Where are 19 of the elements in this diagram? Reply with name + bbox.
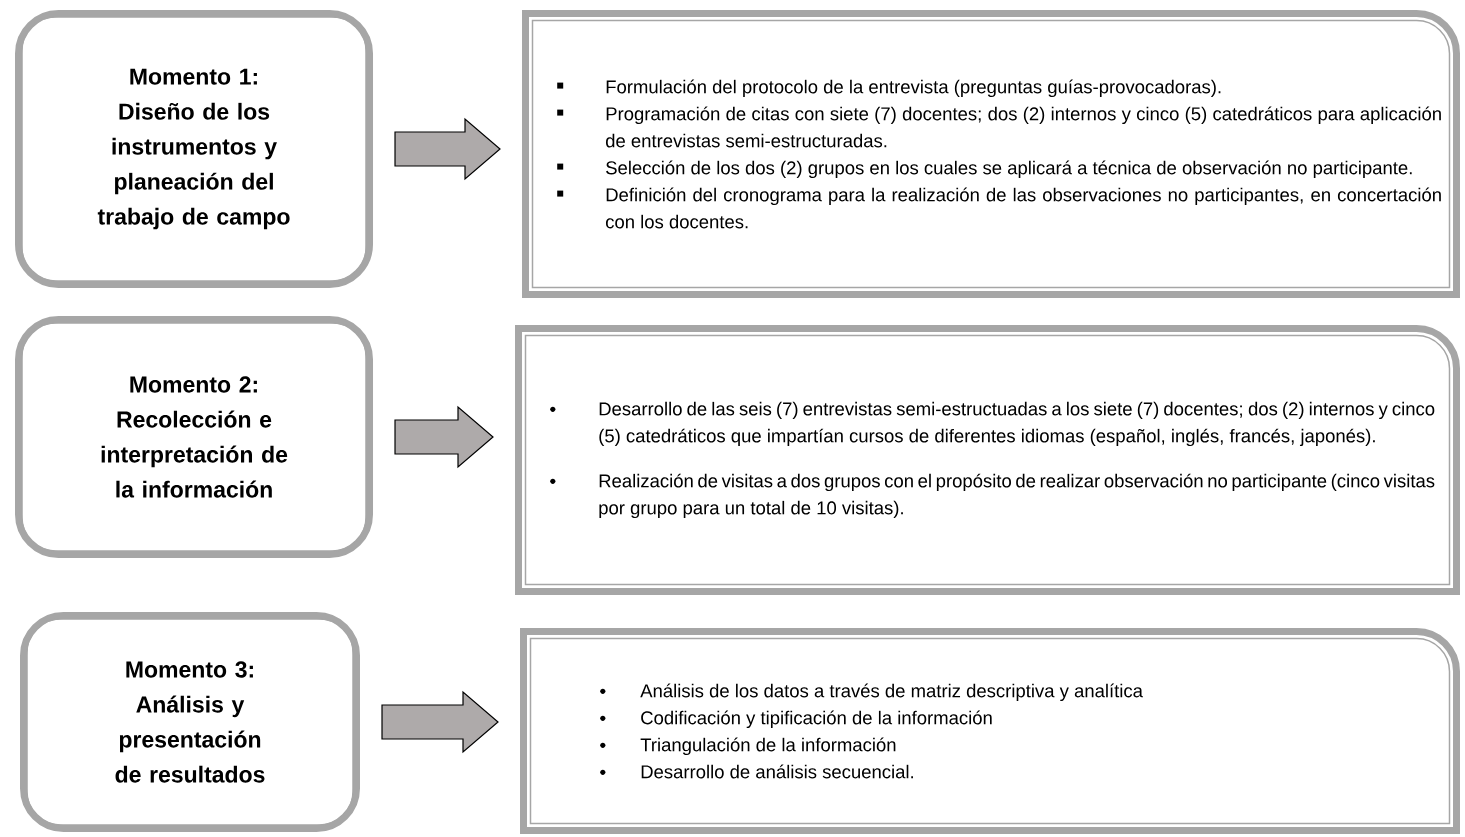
block-arrow (394, 405, 494, 469)
bullet-item: Definición del cronograma para la realización de las observaciones no participantes, en concertación con los docentes. (557, 187, 1441, 229)
detail-box (515, 325, 1460, 595)
step-box: Momento 3: Análisis y presentación de resultados (20, 612, 360, 832)
step-box: Momento 2: Recolección e interpretación de la información (15, 316, 373, 558)
step-box: Momento 1: Diseño de los instrumentos y planeación del trabajo de campo (15, 10, 373, 288)
bullet-item: Selección de los dos (2) grupos en los cuales se aplicará a técnica de observación no participante. (557, 160, 1412, 179)
block-arrow (394, 117, 501, 181)
bullet-item: Programación de citas con siete (7) docentes; dos (2) internos y cinco (5) catedráticos para aplicación de entrevistas semi-estructuradas. (557, 106, 1441, 148)
bullet-item: Triangulación de la información (600, 737, 896, 756)
bullet-item: Codificación y tipificación de la información (600, 710, 992, 729)
detail-box (522, 10, 1460, 298)
block-arrow (381, 690, 499, 754)
bullet-item: Análisis de los datos a través de matriz descriptiva y analítica (600, 683, 1143, 702)
bullet-item: Desarrollo de las seis (7) entrevistas semi-estructuadas a los siete (7) docentes; dos (2) internos y cinco (5) catedráticos que impartían cursos de diferentes idiomas (español, inglés, francés, japonés). (550, 401, 1435, 447)
detail-box (520, 628, 1460, 834)
bullet-item: Desarrollo de análisis secuencial. (600, 764, 913, 779)
bullet-item: Formulación del protocolo de la entrevista (preguntas guías-provocadoras). (557, 79, 1221, 98)
bullet-item: Realización de visitas a dos grupos con el propósito de realizar observación no participante (cinco visitas por grupo para un total de 10 visitas). (550, 473, 1435, 519)
